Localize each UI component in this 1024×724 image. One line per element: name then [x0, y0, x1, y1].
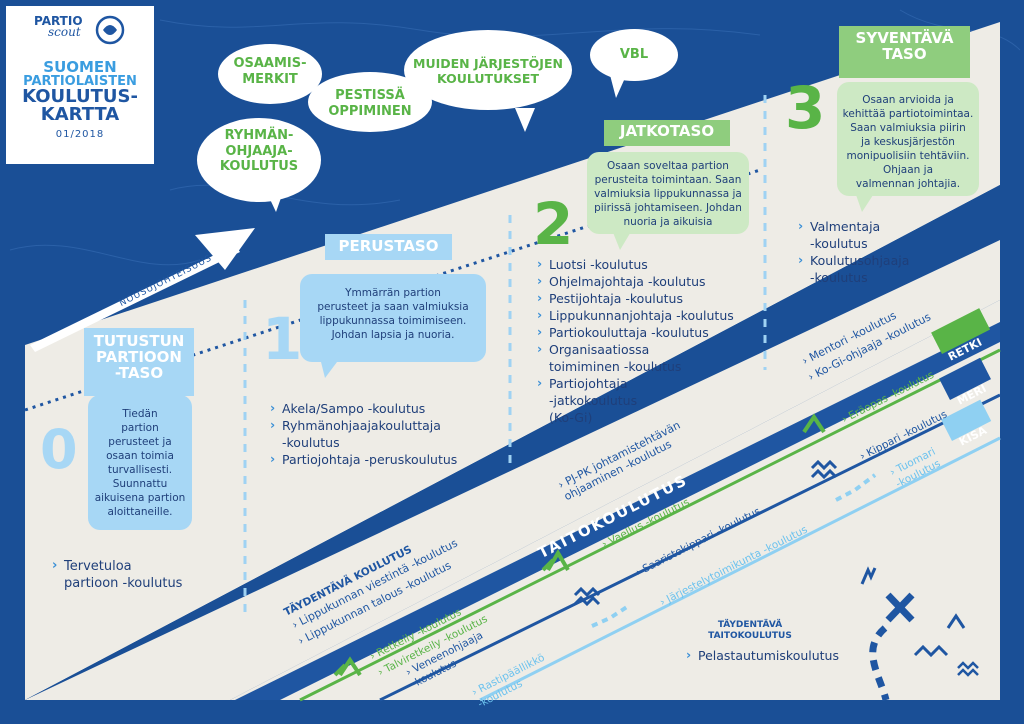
- course-pestijohtaja: Pestijohtaja -koulutus: [537, 289, 757, 307]
- level-3-courses: Valmentaja -koulutus Koulutusohjaaja -ko…: [798, 217, 968, 286]
- wave-icon: [573, 459, 838, 607]
- level-0-title: TUTUSTUN PARTIOON -TASO: [93, 332, 185, 382]
- waves-small-icon: [957, 661, 979, 677]
- partio-logo: PARTIO scout: [34, 14, 134, 45]
- title-line-3: KOULUTUS-: [22, 86, 138, 107]
- level-2-description: Osaan soveltaa partion perusteita toimin…: [594, 160, 742, 228]
- tent-icon: [333, 656, 362, 677]
- title-line-4: KARTTA: [40, 104, 120, 125]
- meri-track-line: [379, 393, 1001, 702]
- level-1-title: PERUSTASO: [338, 237, 439, 255]
- level-3-description: Osaan arvioida ja kehittää partiotoimint…: [842, 94, 974, 190]
- course-kogi: Partiojohtaja -jatkokoulutus (Ko-Gi): [537, 374, 757, 426]
- title-line-1: SUOMEN: [43, 58, 117, 76]
- level-2-number: 2: [533, 190, 574, 258]
- title-date: 01/2018: [55, 129, 105, 140]
- title-line-2: PARTIOLAISTEN: [23, 74, 137, 89]
- level-2-courses: Luotsi -koulutus Ohjelmajohtaja -koulutu…: [537, 255, 757, 426]
- tent-icon-3: [802, 413, 826, 434]
- mountain-icon: [913, 644, 949, 658]
- level-3-number: 3: [785, 74, 826, 142]
- level-1-number: 1: [262, 305, 303, 373]
- map-title: SUOMEN PARTIOLAISTEN KOULUTUS- KARTTA 01…: [8, 60, 152, 140]
- tent-icon-2: [541, 549, 570, 572]
- course-partiojohtaja-perus: Partiojohtaja -peruskoulutus: [270, 450, 490, 468]
- course-akela: Akela/Sampo -koulutus: [270, 399, 490, 417]
- taydentava-taito-courses: Pelastautumiskoulutus: [686, 646, 856, 664]
- upper-beige-area: [25, 22, 1000, 700]
- nousujohteisuus-arrow: [30, 228, 255, 352]
- course-lippukunnanjohtaja: Lippukunnanjohtaja -koulutus: [537, 306, 757, 324]
- bubble-vbl: VBL: [619, 47, 649, 62]
- bubble-muiden: MUIDEN JÄRJESTÖJEN KOULUTUKSET: [413, 56, 563, 86]
- course-tervetuloa: Tervetuloa partioon -koulutus: [52, 557, 232, 592]
- x-marker-icon: [885, 592, 915, 623]
- logo-text-partio: PARTIO: [34, 14, 83, 28]
- kisa-track-line: [479, 436, 1001, 702]
- logo-box: [6, 6, 154, 164]
- bubble-ryhmanohjaaja: RYHMÄN- OHJAAJA- KOULUTUS: [219, 128, 299, 175]
- level-1-courses: Akela/Sampo -koulutus Ryhmänohjaajakoulu…: [270, 399, 490, 468]
- retki-track-line: [299, 348, 1001, 702]
- course-koulutusohjaaja: Koulutusohjaaja -koulutus: [798, 251, 968, 286]
- partio-emblem-icon: [95, 15, 125, 45]
- course-valmentaja: Valmentaja -koulutus: [798, 217, 968, 252]
- logo-text-scout: scout: [48, 25, 81, 39]
- flame-icon: [860, 566, 877, 585]
- course-ryhmanohjaajakouluttaja: Ryhmänohjaajakouluttaja -koulutus: [270, 416, 490, 451]
- level-1-description: Ymmärrän partion perusteet ja saan valmi…: [317, 287, 469, 341]
- level-0-courses: Tervetuloa partioon -koulutus: [52, 557, 232, 592]
- route-path-icon: [869, 625, 890, 701]
- course-pelastautumis: Pelastautumiskoulutus: [686, 646, 856, 664]
- level-0-description: Tiedän partion perusteet ja osaan toimia…: [94, 408, 186, 518]
- course-luotsi: Luotsi -koulutus: [537, 255, 757, 273]
- bubble-pestissa: PESTISSÄ OPPIMINEN: [328, 88, 412, 119]
- tent-small-icon: [946, 613, 966, 629]
- route-icon: [591, 473, 877, 628]
- taitokoulutus-band: [235, 322, 1000, 700]
- taydentava-taito-title: TÄYDENTÄVÄ TAITOKOULUTUS: [708, 620, 792, 641]
- course-ohjelmajohtaja: Ohjelmajohtaja -koulutus: [537, 272, 757, 290]
- level-2-title: JATKOTASO: [619, 122, 715, 140]
- level-0-number: 0: [40, 418, 78, 481]
- course-organisaatiossa: Organisaatiossa toimiminen -koulutus: [537, 340, 757, 375]
- course-partiokouluttaja: Partiokouluttaja -koulutus: [537, 323, 757, 341]
- level-3-title: SYVENTÄVÄ TASO: [855, 29, 954, 63]
- bubble-osaamismerkit: OSAAMIS- MERKIT: [233, 56, 307, 87]
